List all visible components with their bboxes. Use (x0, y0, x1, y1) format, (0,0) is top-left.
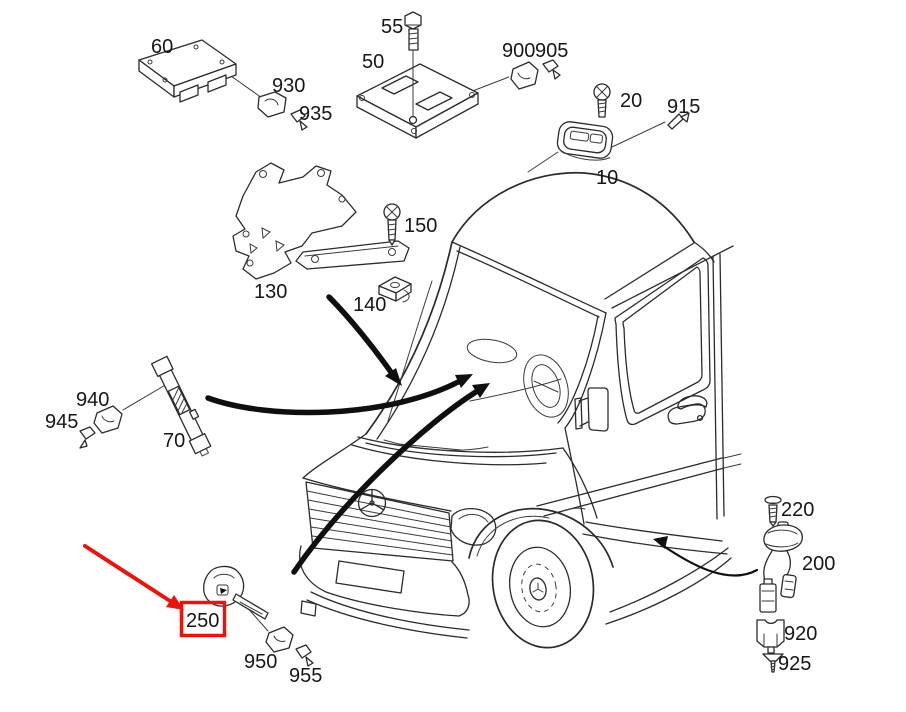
part-label-20[interactable]: 20 (620, 90, 642, 112)
part-900-connector (511, 62, 538, 89)
part-label-930[interactable]: 930 (272, 75, 305, 97)
part-60-control-unit (139, 40, 236, 102)
mercedes-star-icon (359, 490, 386, 517)
van-roof-line (452, 173, 694, 242)
part-label-220[interactable]: 220 (781, 499, 814, 521)
part-220-screw (765, 497, 781, 527)
van-mirror (575, 388, 608, 431)
part-label-200[interactable]: 200 (802, 553, 835, 575)
part-label-70[interactable]: 70 (163, 430, 185, 452)
leader-lines (123, 76, 665, 631)
part-label-950[interactable]: 950 (244, 651, 277, 673)
part-label-900[interactable]: 900 (502, 40, 535, 62)
van-headlight (451, 509, 496, 545)
part-label-140[interactable]: 140 (353, 294, 386, 316)
part-130-bracket (233, 163, 409, 279)
van-steering-wheel (516, 349, 576, 423)
part-label-905[interactable]: 905 (535, 40, 568, 62)
part-70-sensor-strip (152, 355, 215, 458)
van-cowl (358, 437, 563, 452)
part-50-control-unit (357, 64, 478, 138)
part-label-955[interactable]: 955 (289, 665, 322, 687)
van-grille (306, 482, 453, 561)
part-905-screw (543, 60, 560, 79)
part-label-935[interactable]: 935 (299, 103, 332, 125)
part-940-connector (94, 406, 122, 433)
part-label-940[interactable]: 940 (76, 389, 109, 411)
part-10-module (556, 120, 614, 162)
part-label-920[interactable]: 920 (784, 623, 817, 645)
part-label-130[interactable]: 130 (254, 281, 287, 303)
part-950-connector (266, 627, 293, 652)
van-door (537, 254, 741, 554)
part-label-915[interactable]: 915 (667, 96, 700, 118)
van-bumper (300, 546, 469, 638)
van-illustration (300, 173, 741, 656)
van-front-wheel (483, 512, 604, 655)
pointer-arrow-door-sill (653, 536, 757, 576)
part-label-55[interactable]: 55 (381, 16, 403, 38)
part-label-60[interactable]: 60 (151, 36, 173, 58)
part-55-bolt (405, 12, 421, 117)
part-label-150[interactable]: 150 (404, 215, 437, 237)
part-250-key (204, 566, 268, 619)
pointer-arrow-cowl (329, 297, 402, 386)
part-label-50[interactable]: 50 (362, 51, 384, 73)
van-dashboard-line (470, 379, 561, 401)
part-label-250[interactable]: 250 (186, 610, 219, 632)
part-945-screw (80, 427, 95, 448)
van-wheel-arch (469, 509, 613, 567)
van-door-window (615, 258, 710, 425)
highlight-arrow (85, 546, 184, 610)
van-door-handle (668, 396, 707, 424)
part-20-screw (594, 84, 610, 117)
part-140-clip-nut (379, 277, 411, 302)
part-935-screw (291, 110, 307, 130)
highlight-box-250 (182, 603, 225, 636)
part-925-screw (763, 654, 783, 672)
part-label-945[interactable]: 945 (45, 411, 78, 433)
part-915-clip (668, 113, 689, 129)
pointer-arrow-windshield-1 (208, 374, 473, 413)
part-930-connector (258, 92, 286, 117)
pointer-arrow-windshield-2 (294, 383, 490, 572)
part-label-925[interactable]: 925 (778, 653, 811, 675)
part-200-antenna (760, 522, 802, 612)
part-labels: 60 930 935 50 55 900 905 20 915 10 150 1… (45, 16, 835, 687)
part-150-screw (384, 204, 400, 245)
part-label-10[interactable]: 10 (596, 167, 618, 189)
part-920-connector (757, 620, 784, 653)
part-955-screw (296, 645, 313, 666)
